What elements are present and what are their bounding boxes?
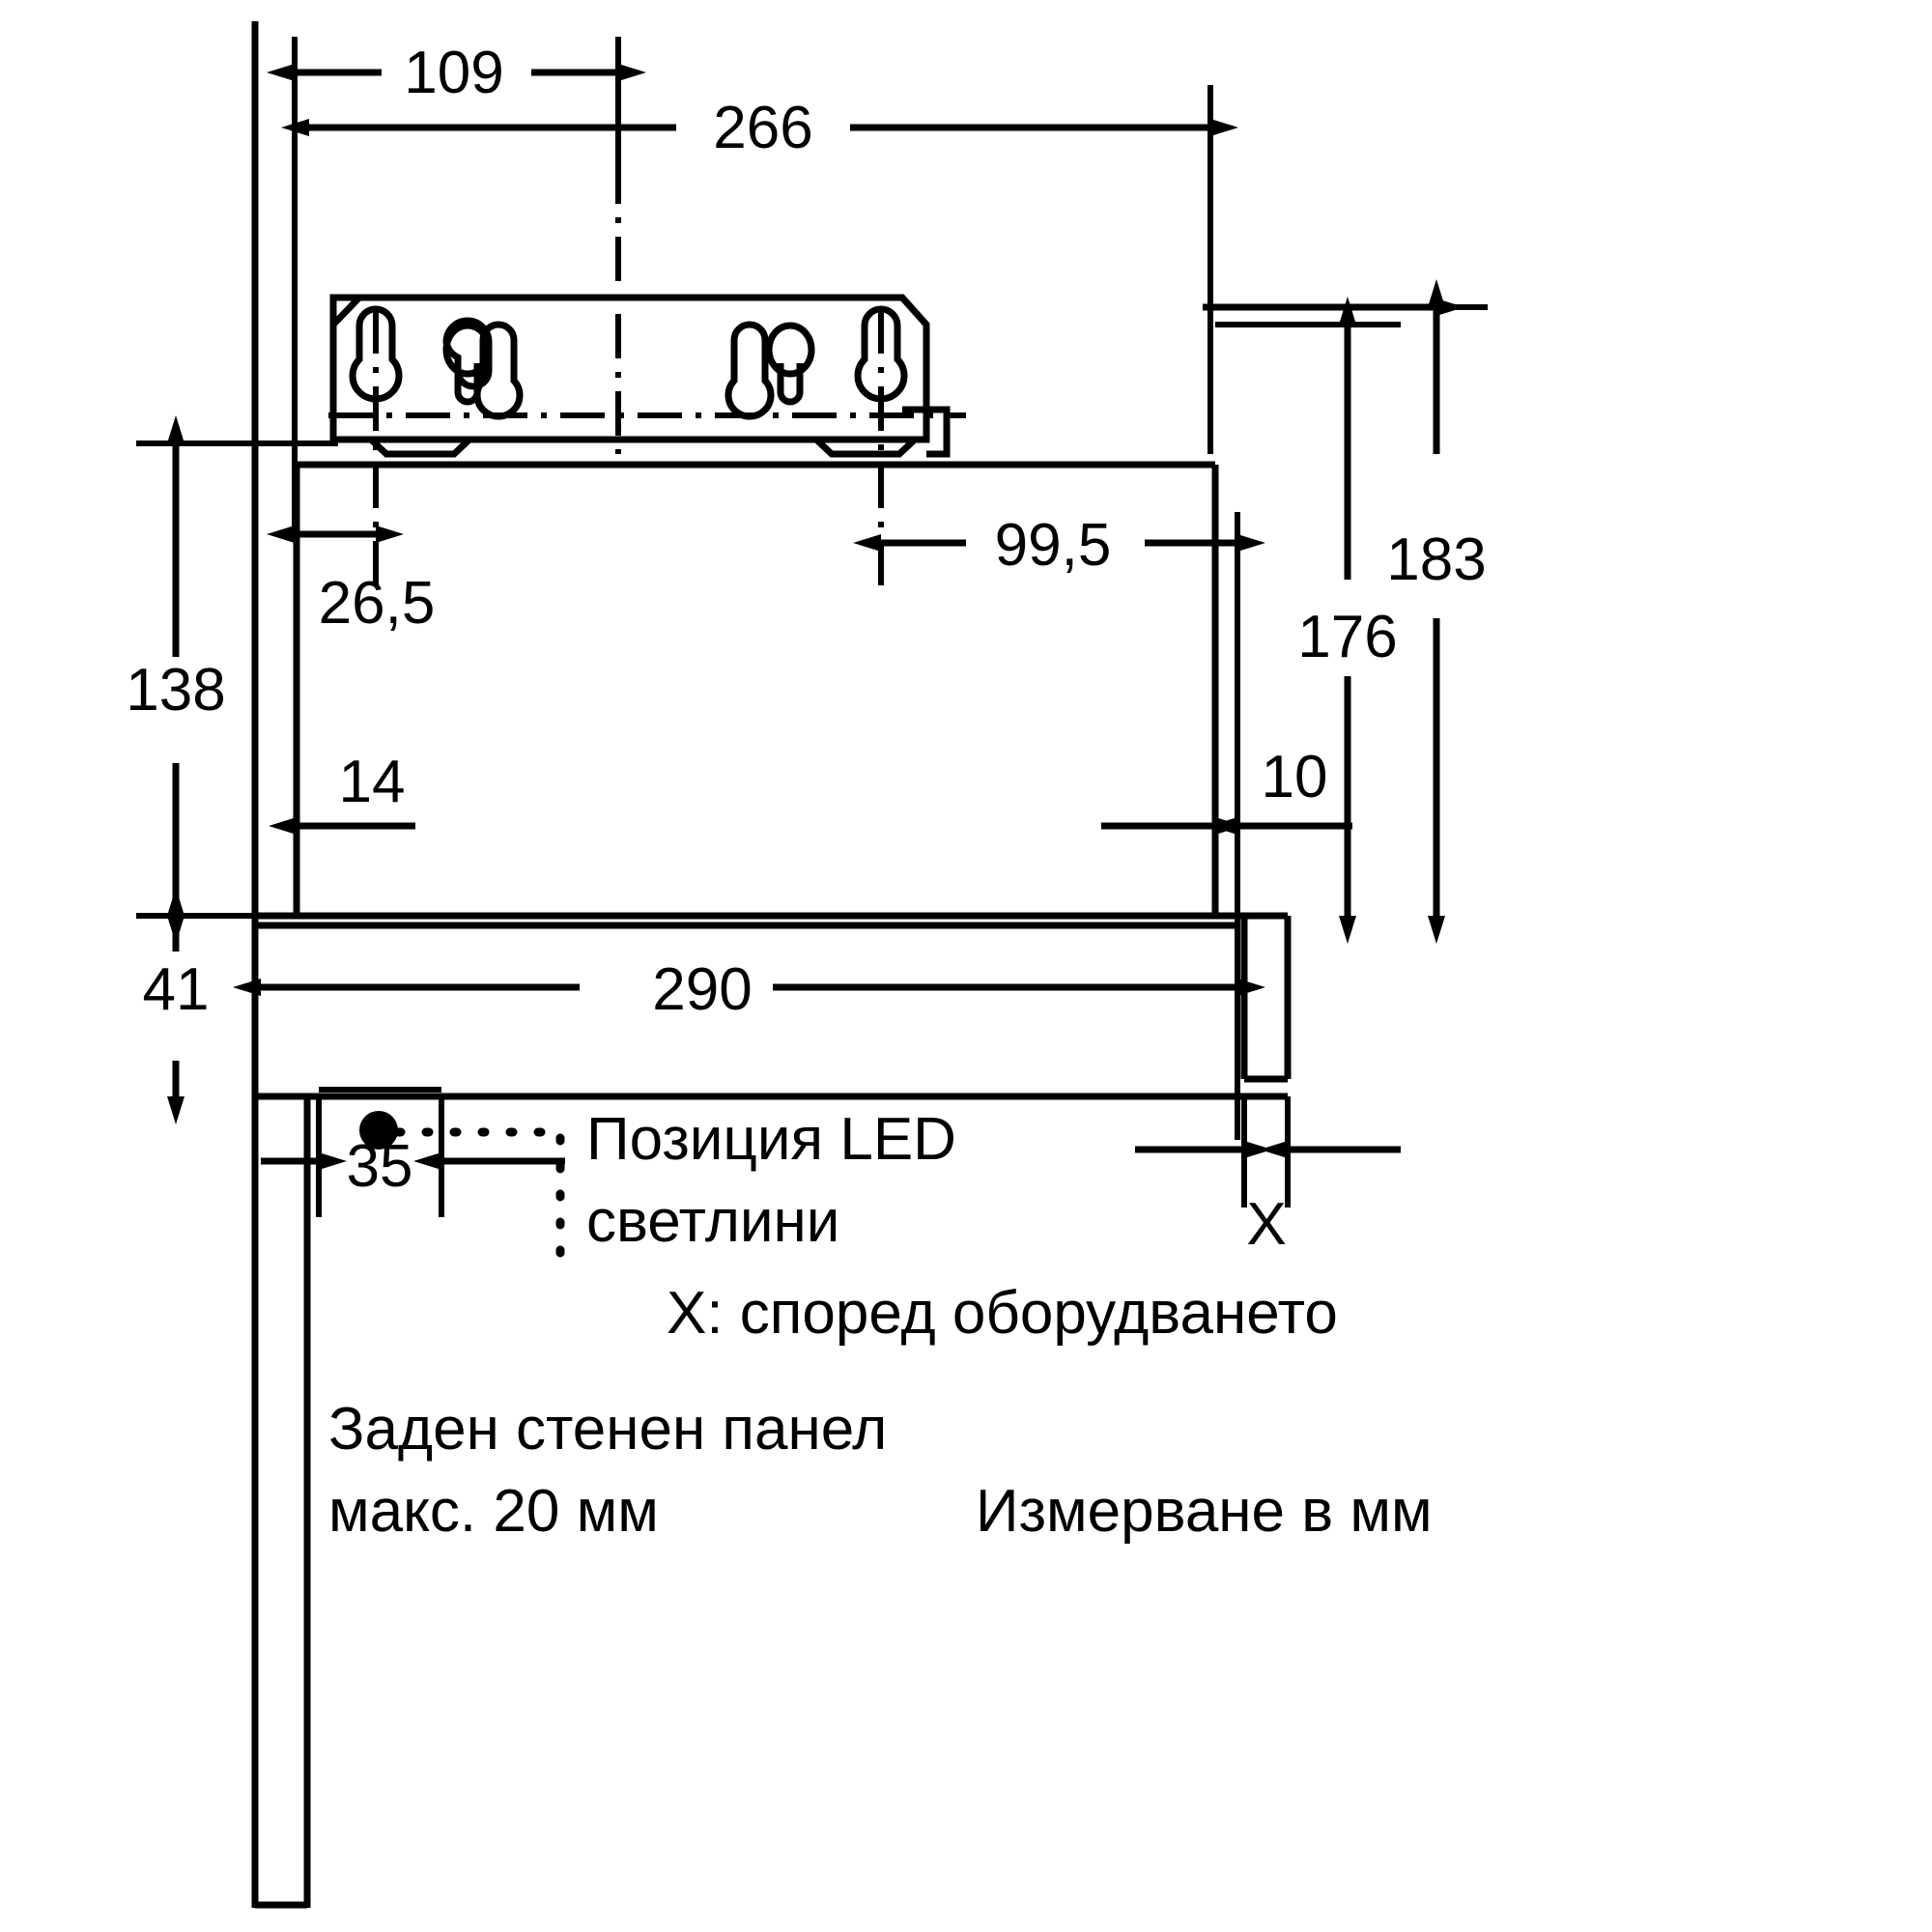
measure-unit-note: Измерване в мм: [976, 1478, 1433, 1545]
dimension-labels: 109 266 183 176 99,5 26,5 138 14 10 41 2…: [126, 40, 1486, 1258]
dimension-lines: [167, 64, 1464, 1170]
led-light-dot: [359, 1111, 398, 1150]
label-290: 290: [652, 956, 752, 1023]
back-panel-note-line1: Заден стенен панел: [328, 1396, 887, 1463]
label-35: 35: [347, 1133, 413, 1200]
label-41: 41: [143, 956, 210, 1023]
label-176: 176: [1297, 604, 1397, 670]
label-109: 109: [404, 40, 503, 106]
label-99-5: 99,5: [995, 512, 1112, 579]
bracket-bottom-tab-right: [813, 437, 918, 458]
keyhole-slot-4: [724, 321, 775, 420]
wall-panel-geometry: [251, 21, 311, 1909]
mounting-bracket-geometry: [329, 294, 951, 458]
keyhole-slot-2: [442, 317, 493, 390]
keyhole-head-5: [765, 322, 815, 378]
annotation-labels: Позиция LED светлини X: според оборудван…: [328, 1106, 1433, 1545]
hood-body-geometry: [255, 461, 1292, 1100]
label-266: 266: [713, 95, 812, 161]
bracket-chamfer-left: [330, 295, 362, 327]
x-equipment-note: X: според оборудването: [667, 1280, 1338, 1347]
label-183: 183: [1386, 526, 1486, 593]
label-26-5: 26,5: [319, 570, 436, 637]
centerlines: [328, 159, 966, 599]
led-position-line2: светлини: [586, 1188, 839, 1255]
label-10: 10: [1262, 744, 1328, 810]
led-leader-line: [393, 1127, 565, 1261]
keyhole-stem-5: [777, 363, 804, 406]
back-panel-note-line2: макс. 20 мм: [328, 1478, 659, 1545]
label-14: 14: [339, 749, 406, 815]
keyhole-slot-3: [473, 321, 524, 420]
label-138: 138: [126, 657, 225, 724]
led-leader: [359, 1111, 565, 1261]
label-x: X: [1246, 1191, 1286, 1258]
bracket-right-tab: [902, 406, 951, 458]
led-position-line1: Позиция LED: [586, 1106, 956, 1173]
keyhole-head-2: [442, 322, 493, 378]
